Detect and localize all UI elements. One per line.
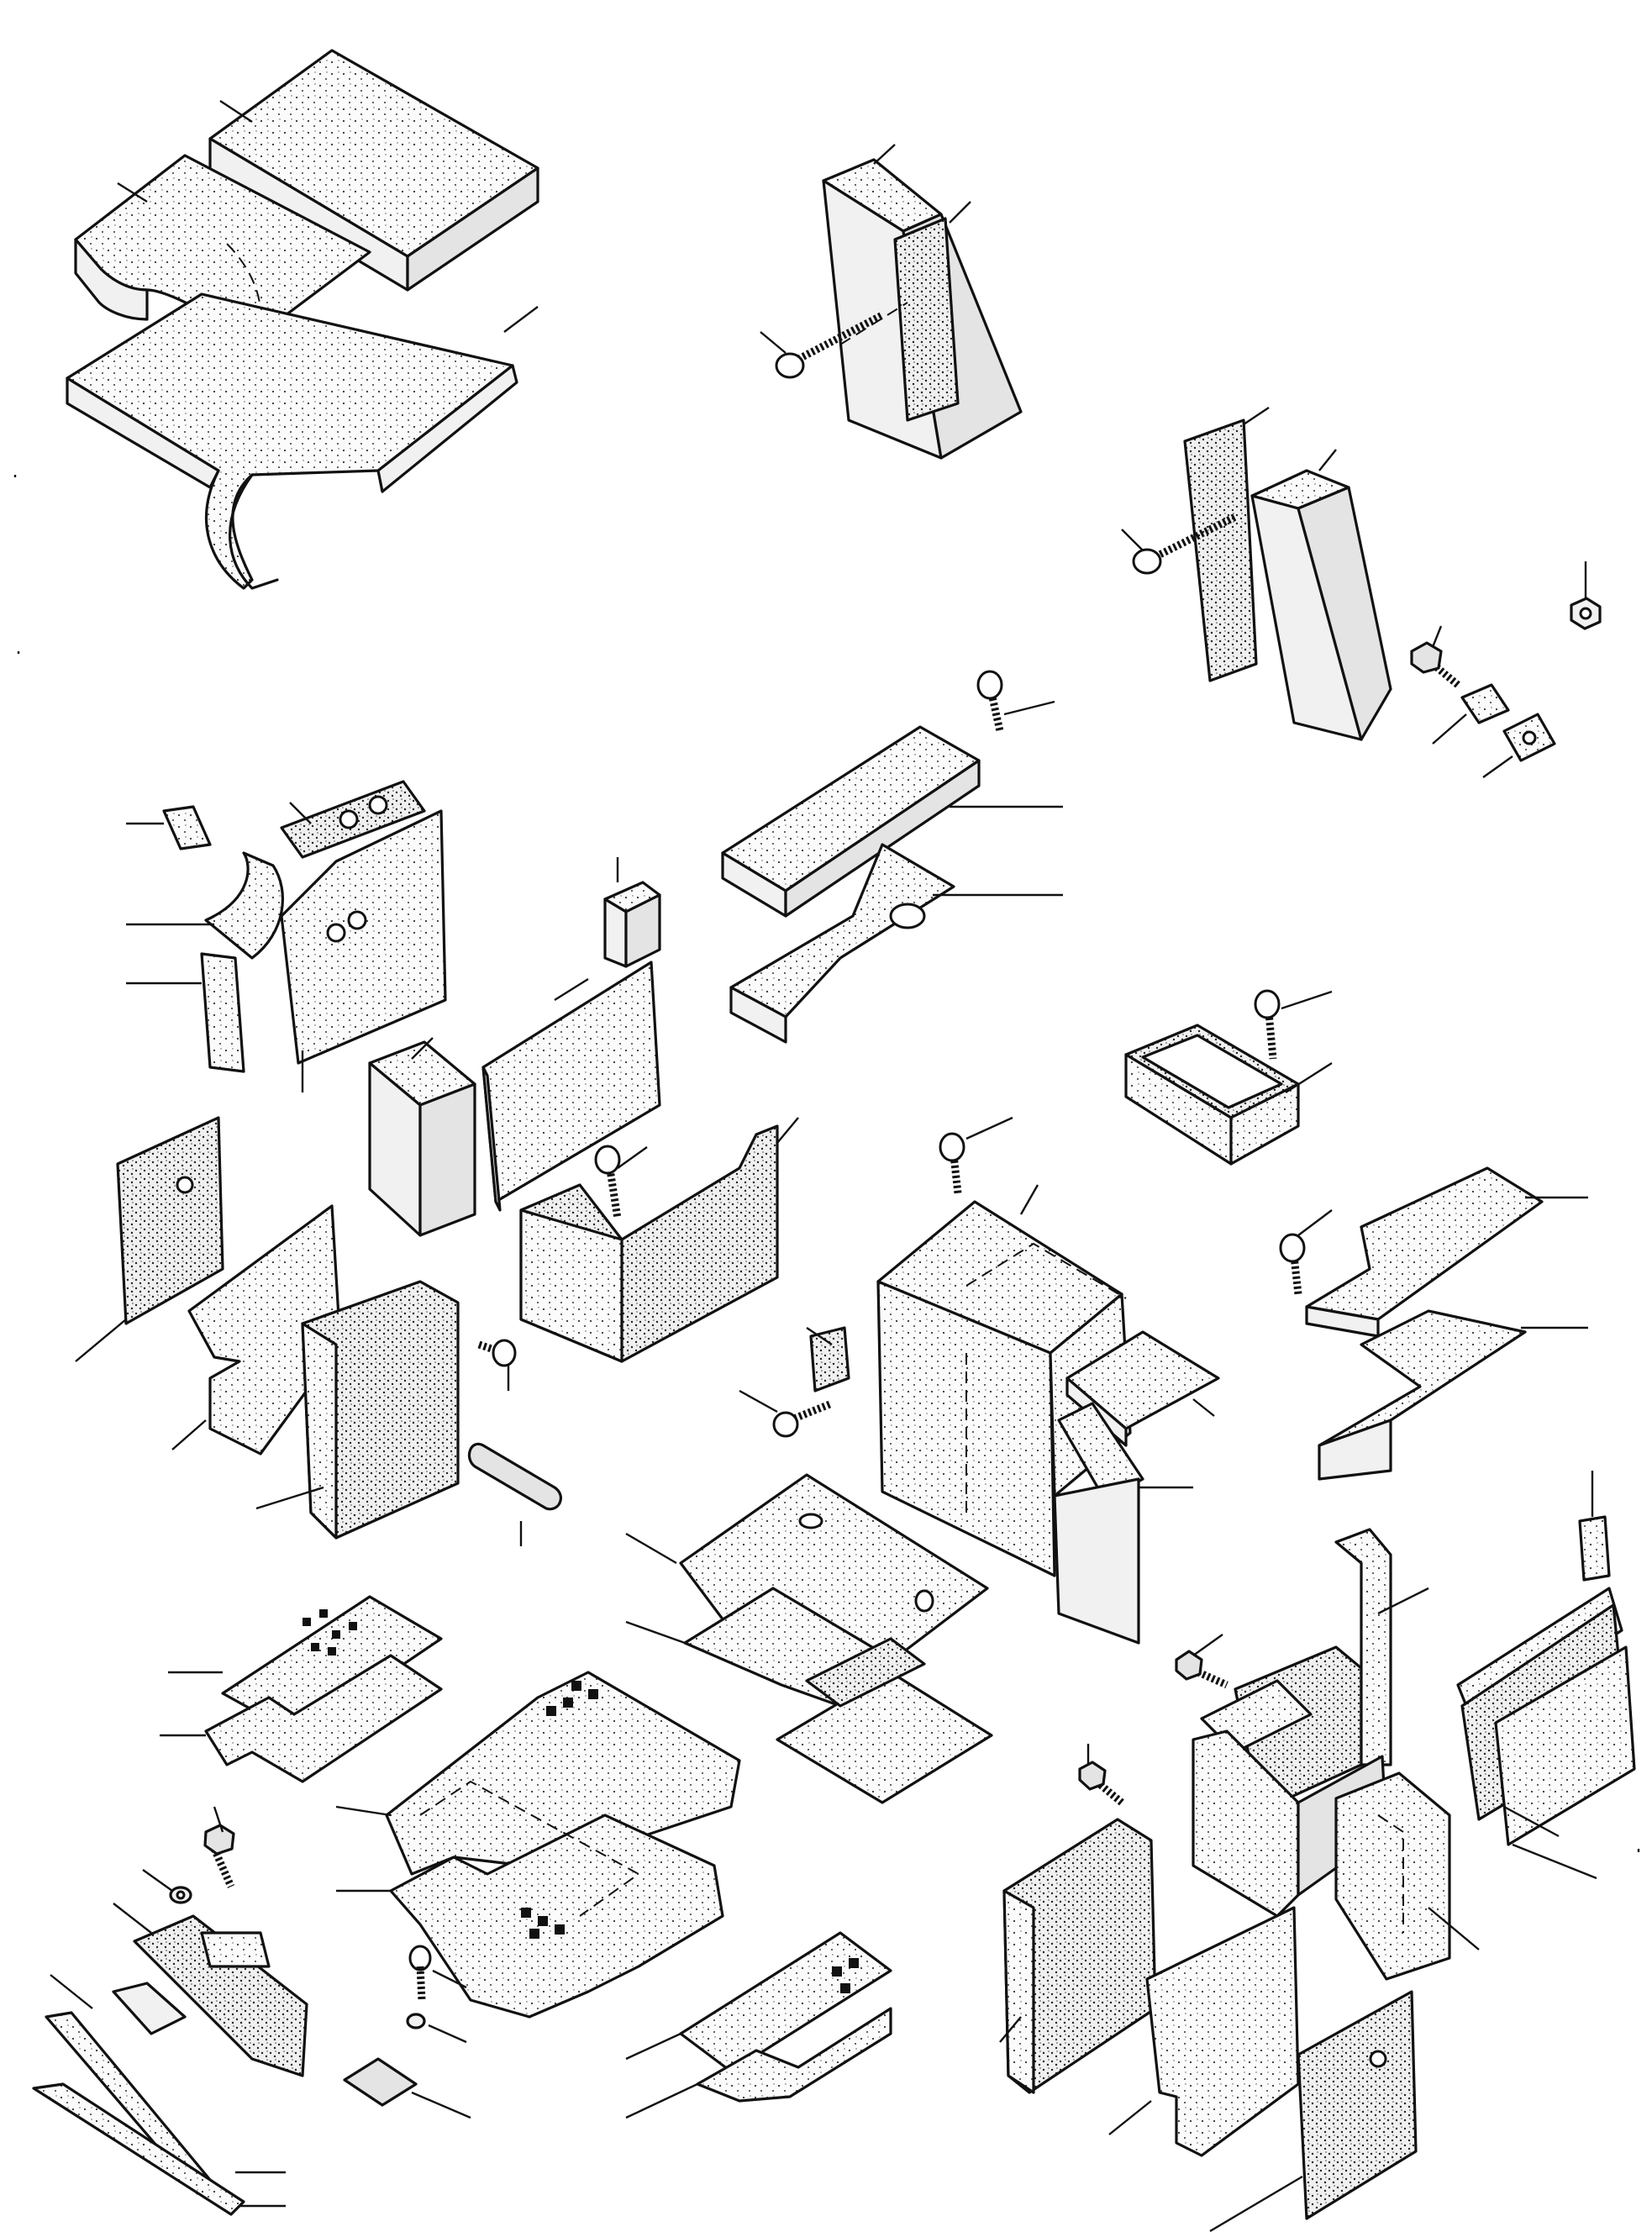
middle-cover-set (739, 1116, 1220, 1645)
screw-f (739, 1389, 834, 1438)
curved-insulator-leader (117, 182, 148, 203)
small-stud (1578, 1471, 1611, 1582)
rail-pad (45, 1974, 216, 2195)
open-tray (1124, 1024, 1333, 1166)
screw-i (1279, 1209, 1333, 1295)
floor-plates (160, 1473, 993, 2119)
screw-b (1121, 513, 1238, 575)
cover-box (876, 1184, 1132, 1577)
screw-d (594, 1145, 648, 1219)
pin (467, 1442, 562, 1546)
clip-plate (1432, 683, 1510, 745)
top-pad-leader (219, 99, 253, 124)
corner-panel (280, 809, 447, 1092)
flat-panel-a (481, 961, 661, 1212)
upright-gasket (1334, 1771, 1480, 1981)
small-floor-plate-a (168, 1595, 443, 1737)
rail-frame (113, 1903, 308, 2077)
saddle-pad (126, 851, 284, 960)
middle-long-pads (721, 670, 1063, 1044)
clip-fitting (343, 1945, 471, 2119)
screw-e (477, 1339, 518, 1391)
side-bracket-right (999, 1818, 1157, 2094)
l-pad-right-a (1305, 1166, 1588, 1338)
u-frame-bracket (519, 1117, 799, 1363)
thick-block-a (368, 1037, 476, 1237)
screw-h (1254, 989, 1333, 1060)
left-small-pads (126, 780, 661, 1092)
scan-marks (13, 475, 1640, 1852)
base-tray-leader (503, 306, 539, 333)
l-side-pad (171, 1204, 342, 1456)
nut-icon (1570, 561, 1602, 630)
screw-g (939, 1116, 1013, 1194)
upright-pad-b-leader (1318, 449, 1337, 471)
screw-k (1078, 1744, 1124, 1806)
upright-bracket-b (1183, 407, 1270, 682)
plate-pair (1456, 1587, 1636, 1880)
upright-pad-a-leader (873, 144, 896, 165)
floor-plate-lower (625, 1587, 993, 1804)
gasket-plate-left (75, 1116, 224, 1362)
screw-c (976, 670, 1055, 732)
upright-bracket-a (893, 201, 971, 422)
side-pad (1108, 1906, 1300, 2157)
slab (1053, 1402, 1193, 1645)
top-pad (208, 49, 539, 292)
central-pads (368, 961, 661, 1237)
bracket (806, 1326, 850, 1392)
front-plate (625, 1931, 892, 2119)
left-upright-panels (75, 1116, 562, 1546)
thick-block-small (603, 857, 661, 968)
screw-icon (1410, 625, 1460, 688)
square-gasket (126, 805, 212, 850)
lower-right-housing (999, 1471, 1636, 2232)
upright-pad-b (1250, 449, 1392, 741)
screw-a (760, 312, 885, 379)
small-floor-plate-b (160, 1654, 443, 1783)
clip-nut (1482, 713, 1556, 778)
pad-with-holes (280, 780, 426, 859)
long-rail (32, 2082, 286, 2216)
l-pad-right-b (1318, 1309, 1588, 1481)
screw-j (1175, 1634, 1228, 1689)
upright-bracket-a-leader (949, 201, 971, 224)
bolt-icon (203, 1806, 235, 1888)
gasket-plate (1209, 1990, 1418, 2232)
lower-left-rails (32, 1806, 471, 2216)
l-pad (1065, 1330, 1220, 1447)
washer-icon (142, 1869, 192, 1904)
side-bracket (255, 1280, 460, 1540)
upper-left-insulator-set (66, 49, 539, 590)
upright-bracket-b-leader (1243, 407, 1270, 425)
right-tray-set (1124, 989, 1588, 1481)
rect-gasket (126, 952, 245, 1073)
long-pad-a (721, 725, 1063, 918)
long-pad-b (729, 843, 1063, 1044)
large-floor-plate (335, 1671, 741, 2019)
small-hardware (1410, 561, 1602, 778)
right-upright-pads (760, 144, 1392, 741)
base-tray (66, 292, 539, 590)
